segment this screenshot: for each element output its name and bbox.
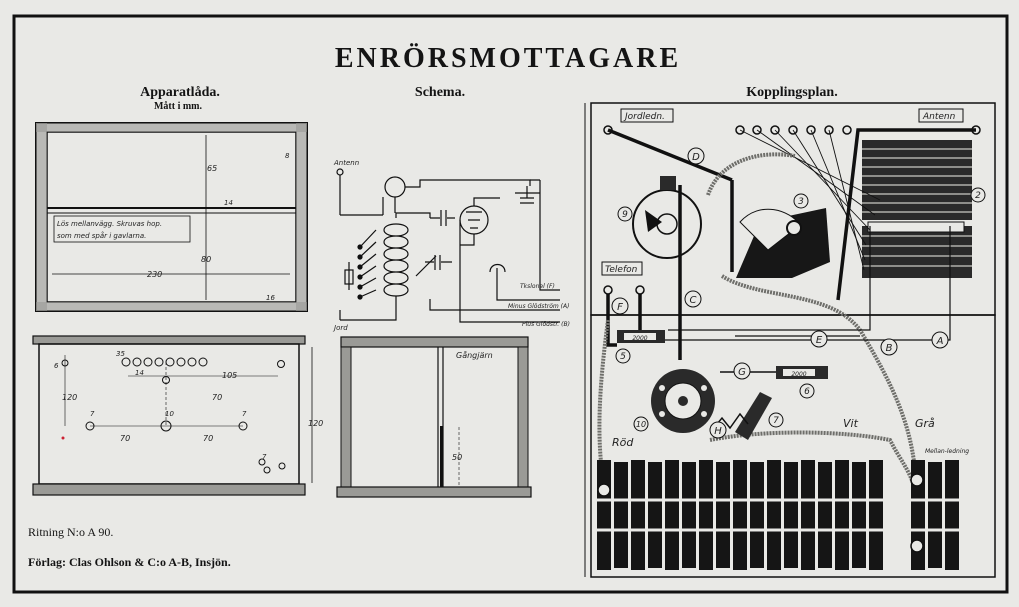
dim-7b: 7 — [242, 410, 247, 418]
dim-16: 16 — [266, 294, 275, 302]
dim-70: 70 — [212, 393, 222, 402]
gangjarn-label: Gångjärn — [456, 350, 493, 360]
wire-letter-e: E — [816, 335, 823, 346]
wire-letters: A B C D E F G H — [617, 152, 943, 437]
schema-ground-label: Jord — [332, 324, 348, 332]
wire-letter-b: B — [886, 343, 893, 354]
dim-70c: 70 — [203, 434, 213, 443]
box-section-subtitle: Mått i mm. — [154, 101, 203, 112]
dim-105: 105 — [222, 371, 237, 380]
dim-14: 14 — [224, 199, 233, 207]
sheet-border — [12, 14, 1009, 594]
schema-section-title: Schema. — [415, 85, 465, 100]
dim-8: 8 — [285, 152, 290, 160]
schema-minus-label: Minus Glödström (A) — [508, 303, 569, 310]
box-note-1: Lös mellanvägg. Skruvas hop. — [57, 220, 162, 228]
wire-letter-h: H — [714, 426, 722, 437]
schema-antenna-label: Antenn — [333, 159, 359, 167]
dim-6: 6 — [54, 362, 59, 370]
circuit-schematic — [336, 168, 560, 323]
dim-70b: 70 — [120, 434, 130, 443]
dim-50: 50 — [452, 453, 462, 462]
wire-letter-a: A — [936, 336, 944, 347]
main-title: ENRÖRSMOTTAGARE — [335, 43, 681, 74]
ground-lead-label: Jordledn. — [623, 112, 665, 122]
box-top-view — [35, 122, 308, 312]
resistor-5-value: 2000 — [632, 335, 647, 342]
white-wire-label: Vit — [843, 417, 859, 430]
component-2: 2 — [975, 191, 981, 201]
mid-lead-label: Mellan-ledning — [925, 448, 969, 455]
antenna-label: Antenn — [922, 112, 956, 122]
wire-letter-d: D — [692, 152, 700, 163]
dim-14b: 14 — [135, 369, 144, 377]
wire-letter-g: G — [738, 367, 746, 378]
schema-telephone-label: Tkslonel (F) — [520, 283, 555, 290]
layout-section-title: Kopplingsplan. — [746, 85, 837, 100]
resistor-6-value: 2000 — [791, 371, 806, 378]
wire-letter-f: F — [617, 302, 623, 313]
component-3: 3 — [798, 197, 804, 207]
grey-wire-label: Grå — [915, 417, 935, 430]
wiring-layout — [584, 102, 996, 578]
box-front-panel — [32, 335, 313, 496]
component-7: 7 — [773, 416, 779, 426]
dim-80: 80 — [201, 255, 211, 264]
component-9: 9 — [622, 210, 628, 220]
dim-230: 230 — [147, 270, 162, 279]
box-side-view — [336, 336, 532, 498]
red-wire-label: Röd — [612, 436, 634, 449]
dim-10: 10 — [165, 410, 174, 418]
box-note-2: som med spår i gavlarna. — [57, 231, 146, 240]
component-numbers: 2 3 5 6 7 9 10 — [620, 191, 981, 429]
dim-120b: 120 — [308, 419, 323, 428]
schema-plus-label: Plus Glödstr. (B) — [522, 321, 570, 328]
component-10: 10 — [636, 420, 646, 429]
wire-letter-c: C — [690, 295, 697, 306]
dim-7a: 7 — [90, 410, 95, 418]
box-section-title: Apparatlåda. — [140, 85, 220, 100]
telephone-label: Telefon — [605, 265, 638, 275]
drawing-number: Ritning N:o A 90. — [28, 525, 113, 539]
component-6: 6 — [804, 387, 810, 397]
component-5: 5 — [620, 352, 626, 362]
dim-120: 120 — [62, 393, 77, 402]
dim-35: 35 — [116, 350, 125, 358]
dim-65: 65 — [207, 164, 217, 173]
publisher: Förlag: Clas Ohlson & C:o A-B, Insjön. — [28, 555, 231, 569]
dim-7c: 7 — [262, 453, 267, 461]
